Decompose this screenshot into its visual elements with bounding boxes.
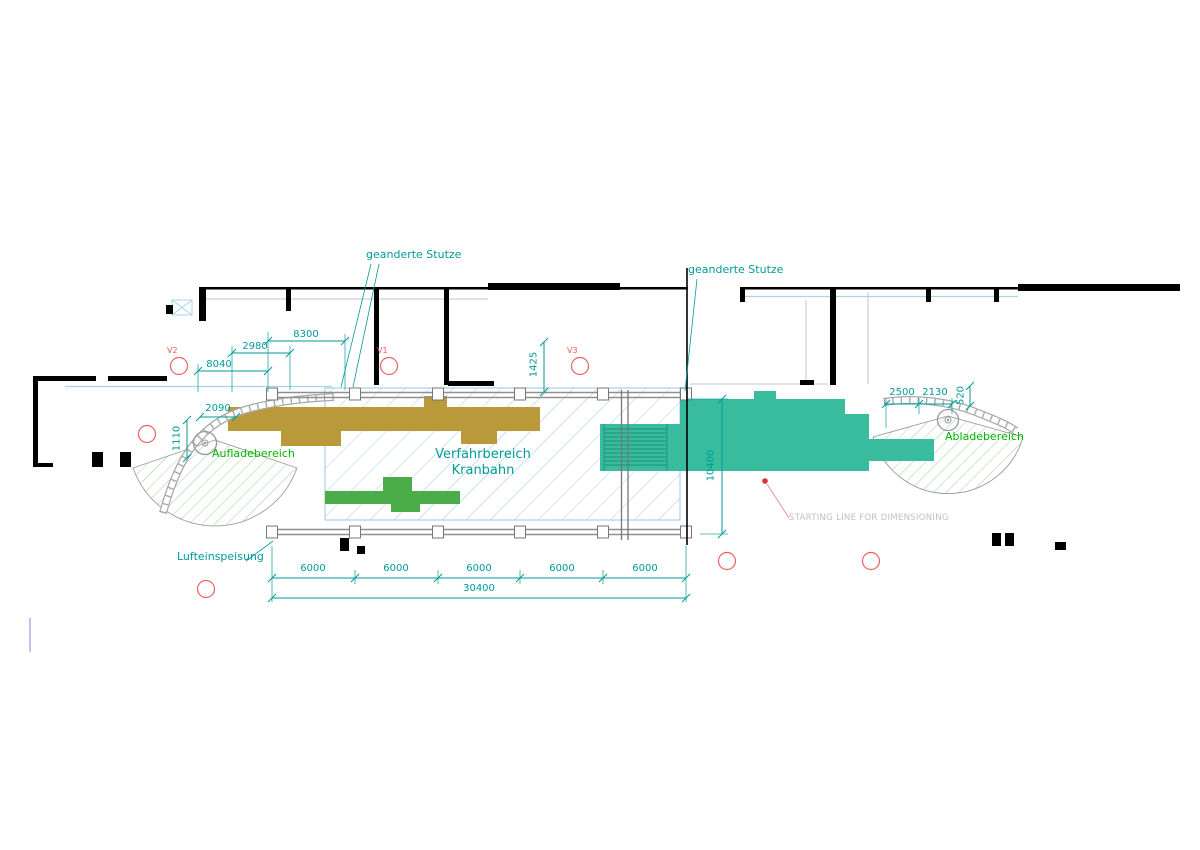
dim-bay-3: 6000	[466, 563, 492, 574]
dim-8300: 8300	[293, 329, 319, 340]
dim-2090: 2090	[205, 403, 231, 414]
dim-1425: 1425	[528, 351, 540, 378]
dim-1110: 1110	[171, 425, 183, 452]
dim-bay-5: 6000	[632, 563, 658, 574]
revision-v2-label: V2	[167, 346, 178, 355]
right-conveyor	[883, 396, 1019, 435]
stairs	[603, 424, 668, 471]
dim-520: 520	[955, 385, 967, 406]
aufladebereich-fan	[132, 439, 298, 527]
dim-2980: 2980	[242, 341, 268, 352]
left-conveyor	[159, 393, 335, 515]
revision-circles	[137, 356, 881, 599]
teal-machine-shape	[600, 391, 934, 471]
loading-swing-areas	[132, 415, 1024, 527]
rail-columns	[266, 387, 692, 539]
dim-2500: 2500	[889, 387, 915, 398]
lufteinspeisung-label: Lufteinspeisung	[177, 550, 264, 563]
abladebereich-label: Abladebereich	[945, 430, 1024, 443]
dim-2130: 2130	[922, 387, 948, 398]
crane-rails	[266, 391, 690, 536]
revision-v3-label: V3	[567, 346, 578, 355]
dimension-lines	[186, 263, 971, 602]
machine-shapes	[228, 391, 934, 512]
dim-30400: 30400	[463, 583, 495, 594]
window-and-guide-lines	[29, 292, 1018, 652]
right-pivot-circle	[936, 408, 960, 432]
geanderte-stutze-label-left: geanderte Stutze	[366, 248, 462, 261]
aufladebereich-label: Aufladebereich	[212, 447, 295, 460]
dim-8040: 8040	[206, 359, 232, 370]
geanderte-stutze-label-right: geanderte Stutze	[688, 263, 784, 276]
green-machine-shape	[325, 477, 460, 512]
verfahrbereich-label-line1: Verfahrbereich	[435, 447, 531, 462]
dim-10400: 10400	[705, 449, 717, 482]
revision-v1-label: V1	[377, 346, 388, 355]
left-pivot-circle	[192, 430, 218, 456]
building-walls	[33, 283, 1180, 554]
verfahrbereich-label-line2: Kranbahn	[451, 463, 515, 478]
starting-line-marker	[762, 478, 790, 519]
dim-bay-2: 6000	[383, 563, 409, 574]
olive-machine-shape	[228, 396, 540, 446]
reference-verticals	[620, 268, 688, 545]
dim-bay-1: 6000	[300, 563, 326, 574]
dim-bay-4: 6000	[549, 563, 575, 574]
conveyors	[159, 393, 1019, 515]
starting-line-label: STARTING LINE FOR DIMENSIONING	[789, 513, 949, 523]
